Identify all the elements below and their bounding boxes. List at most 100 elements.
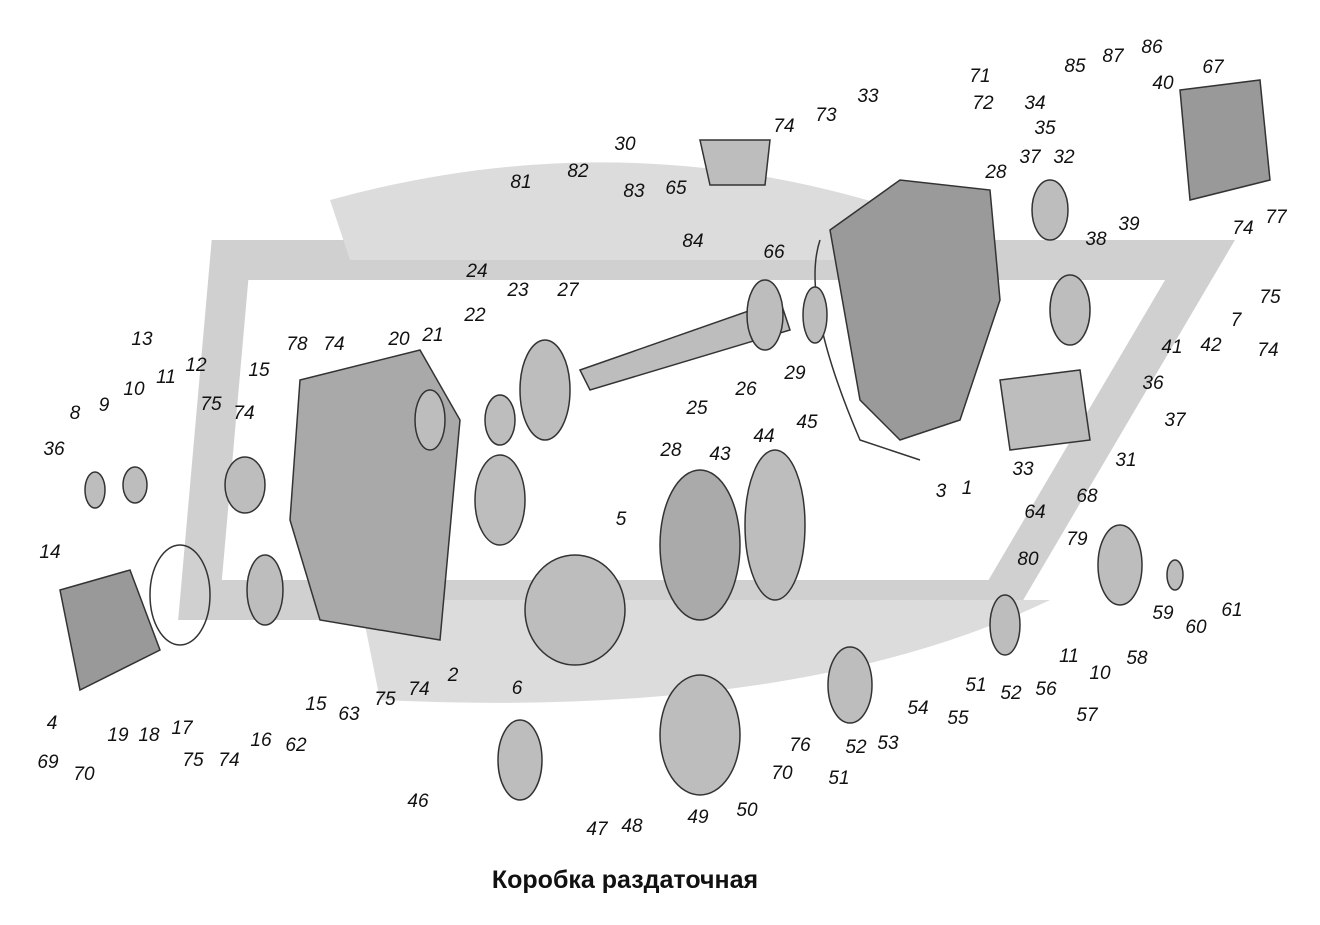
callout-label: 75: [1259, 287, 1281, 308]
callout-label: 58: [1126, 648, 1148, 669]
bearing-cap-12: [224, 456, 266, 514]
housing-50: [659, 674, 741, 796]
callout-label: 3: [935, 481, 947, 502]
callout-label: 14: [39, 542, 61, 563]
callout-label: 13: [131, 329, 153, 350]
callout-label: 52: [1000, 683, 1022, 704]
callout-label: 74: [773, 116, 795, 137]
callout-label: 74: [323, 334, 345, 355]
callout-label: 74: [1257, 340, 1279, 361]
callout-label: 75: [374, 689, 396, 710]
callout-label: 63: [338, 704, 360, 725]
callout-label: 67: [1202, 57, 1224, 78]
bearing-26: [746, 279, 784, 351]
callout-label: 78: [286, 334, 308, 355]
callout-label: 26: [735, 379, 757, 400]
callout-label: 42: [1200, 335, 1222, 356]
nut-60: [1166, 559, 1184, 591]
callout-label: 49: [687, 807, 709, 828]
callout-label: 55: [947, 708, 969, 729]
callout-label: 33: [1012, 459, 1034, 480]
callout-label: 6: [511, 678, 523, 699]
callout-label: 61: [1221, 600, 1243, 621]
callout-label: 75: [200, 394, 222, 415]
callout-label: 32: [1053, 147, 1075, 168]
callout-label: 30: [614, 134, 636, 155]
callout-label: 60: [1185, 617, 1207, 638]
callout-label: 41: [1161, 337, 1183, 358]
callout-label: 22: [464, 305, 486, 326]
seal-9: [122, 466, 148, 504]
callout-label: 66: [763, 242, 785, 263]
diagram-title: Коробка раздаточная: [491, 866, 759, 894]
ring-43: [659, 469, 741, 621]
callout-label: 36: [43, 439, 65, 460]
shaft-25: [578, 299, 791, 391]
callout-label: 29: [784, 363, 806, 384]
callout-label: 64: [1024, 502, 1046, 523]
callout-label: 56: [1035, 679, 1057, 700]
callout-label: 15: [248, 360, 270, 381]
cover-16: [246, 554, 284, 626]
callout-label: 54: [907, 698, 929, 719]
cover-30: [699, 139, 771, 186]
callout-label: 39: [1118, 214, 1140, 235]
gasket-18: [149, 544, 211, 646]
callout-label: 82: [567, 161, 589, 182]
callout-label: 70: [771, 763, 793, 784]
callout-label: 16: [250, 730, 272, 751]
pump-4: [59, 569, 161, 692]
callout-label: 59: [1152, 603, 1174, 624]
callout-label: 51: [828, 768, 850, 789]
callout-label: 23: [507, 280, 529, 301]
callout-label: 74: [233, 403, 255, 424]
ring-8: [84, 471, 106, 509]
callout-label: 15: [305, 694, 327, 715]
callout-label: 17: [171, 718, 193, 739]
cover-31: [999, 369, 1091, 451]
callout-label: 31: [1115, 450, 1137, 471]
callout-label: 52: [845, 737, 867, 758]
callout-label: 1: [961, 478, 973, 499]
callout-label: 28: [985, 162, 1007, 183]
callout-label: 21: [422, 325, 444, 346]
callout-label: 18: [138, 725, 160, 746]
callout-label: 10: [1089, 663, 1111, 684]
main-housing: [829, 179, 1001, 441]
callout-label: 34: [1024, 93, 1046, 114]
callout-label: 11: [156, 367, 176, 388]
callout-label: 46: [407, 791, 429, 812]
gear-6: [524, 554, 626, 666]
callout-label: 62: [285, 735, 307, 756]
callout-label: 85: [1064, 56, 1086, 77]
callout-label: 84: [682, 231, 704, 252]
gearbox-parts: [59, 79, 1271, 801]
callout-label: 53: [877, 733, 899, 754]
cover-53: [827, 646, 873, 724]
callout-label: 8: [69, 403, 81, 424]
callout-label: 25: [686, 398, 708, 419]
seal-56: [989, 594, 1021, 656]
gear-5: [474, 454, 526, 546]
callout-label: 50: [736, 800, 758, 821]
callout-label: 81: [510, 172, 532, 193]
callout-label: 73: [815, 105, 837, 126]
callout-label: 70: [73, 764, 95, 785]
callout-label: 48: [621, 816, 643, 837]
bearing-37: [1031, 179, 1069, 241]
callout-label: 4: [46, 713, 58, 734]
callout-label: 24: [466, 261, 488, 282]
callout-label: 51: [965, 675, 987, 696]
callout-label: 80: [1017, 549, 1039, 570]
callout-label: 79: [1066, 529, 1088, 550]
callout-label: 38: [1085, 229, 1107, 250]
sleeve-22: [484, 394, 516, 446]
gear-23: [519, 339, 571, 441]
callout-label: 65: [665, 178, 687, 199]
ring-29: [802, 286, 828, 344]
callout-label: 5: [615, 509, 627, 530]
callout-label: 75: [182, 750, 204, 771]
callout-label: 35: [1034, 118, 1056, 139]
